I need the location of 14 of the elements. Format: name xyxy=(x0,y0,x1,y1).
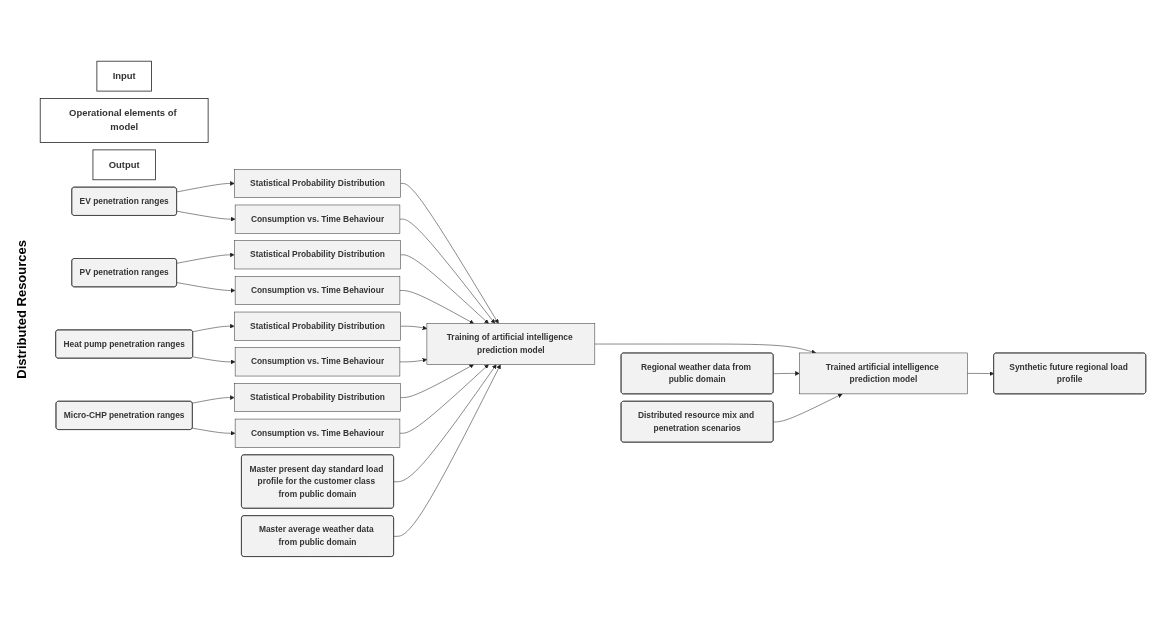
node-box: Statistical Probability Distribution xyxy=(234,240,401,270)
node-box: Statistical Probability Distribution xyxy=(234,383,401,413)
node-box: Consumption vs. Time Behaviour xyxy=(234,418,401,448)
node-box: Statistical Probability Distribution xyxy=(234,311,401,341)
bracket-label: Distributed Resources xyxy=(13,239,29,379)
node-box: Consumption vs. Time Behaviour xyxy=(234,347,401,377)
node-box: Input xyxy=(96,60,152,92)
node-box: Trained artificial intelligence prediction model xyxy=(799,352,968,395)
node-box: Consumption vs. Time Behaviour xyxy=(234,204,401,234)
node-box: Consumption vs. Time Behaviour xyxy=(234,276,401,306)
node-box: Training of artificial intelligence prediction model xyxy=(426,323,596,365)
node-box: Operational elements of model xyxy=(39,98,209,144)
node-box: Statistical Probability Distribution xyxy=(234,169,401,198)
node-box: Output xyxy=(92,149,156,181)
